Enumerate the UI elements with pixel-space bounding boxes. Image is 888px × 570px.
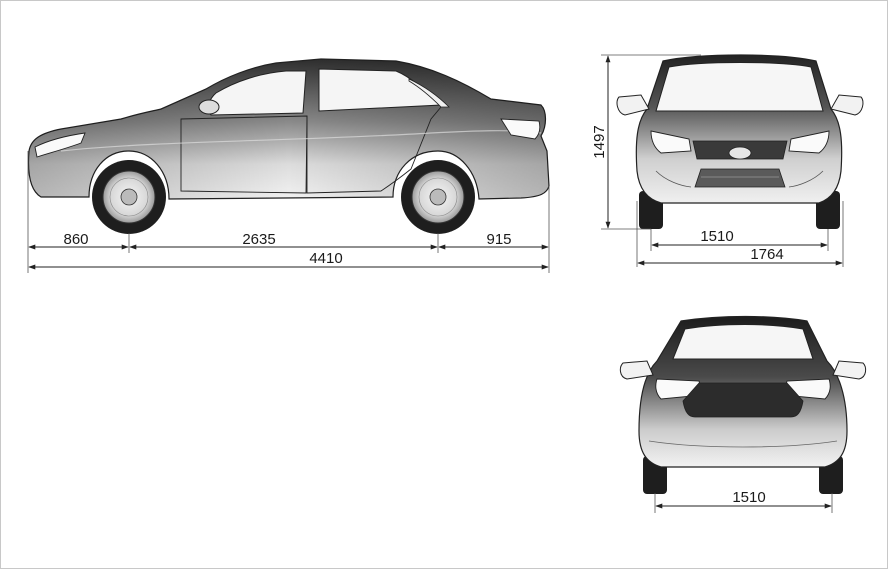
rear-view-car [619, 315, 867, 494]
front-dimensions: 1497 1510 1764 [591, 54, 844, 267]
side-view-car [27, 58, 550, 234]
front-right-headlight [788, 130, 830, 154]
side-mirror [198, 99, 220, 115]
side-rear-window [208, 70, 307, 116]
dim-height: 1497 [591, 125, 608, 158]
side-rear-wheel [401, 160, 475, 234]
side-dimensions: 860 2635 915 4410 [27, 151, 550, 273]
dim-wheelbase: 2635 [242, 231, 275, 248]
front-view-car [616, 54, 864, 229]
dim-rear-overhang: 915 [486, 231, 511, 248]
dim-rear-track: 1510 [732, 489, 765, 506]
front-badge [728, 146, 752, 160]
side-headlight [34, 132, 86, 158]
front-windshield [655, 62, 824, 112]
dim-front-overhang: 860 [63, 231, 88, 248]
dim-front-track: 1510 [700, 228, 733, 245]
front-left-mirror [616, 94, 650, 116]
front-left-headlight [650, 130, 692, 154]
front-right-mirror [830, 94, 864, 116]
side-taillight [500, 118, 541, 140]
side-front-wheel [92, 160, 166, 234]
rear-right-mirror [832, 360, 867, 380]
rear-dimensions: 1510 [654, 489, 833, 513]
rear-window [672, 324, 814, 360]
dim-overall-length: 4410 [309, 250, 342, 267]
rear-left-mirror [619, 360, 654, 380]
dim-overall-width: 1764 [750, 246, 783, 263]
